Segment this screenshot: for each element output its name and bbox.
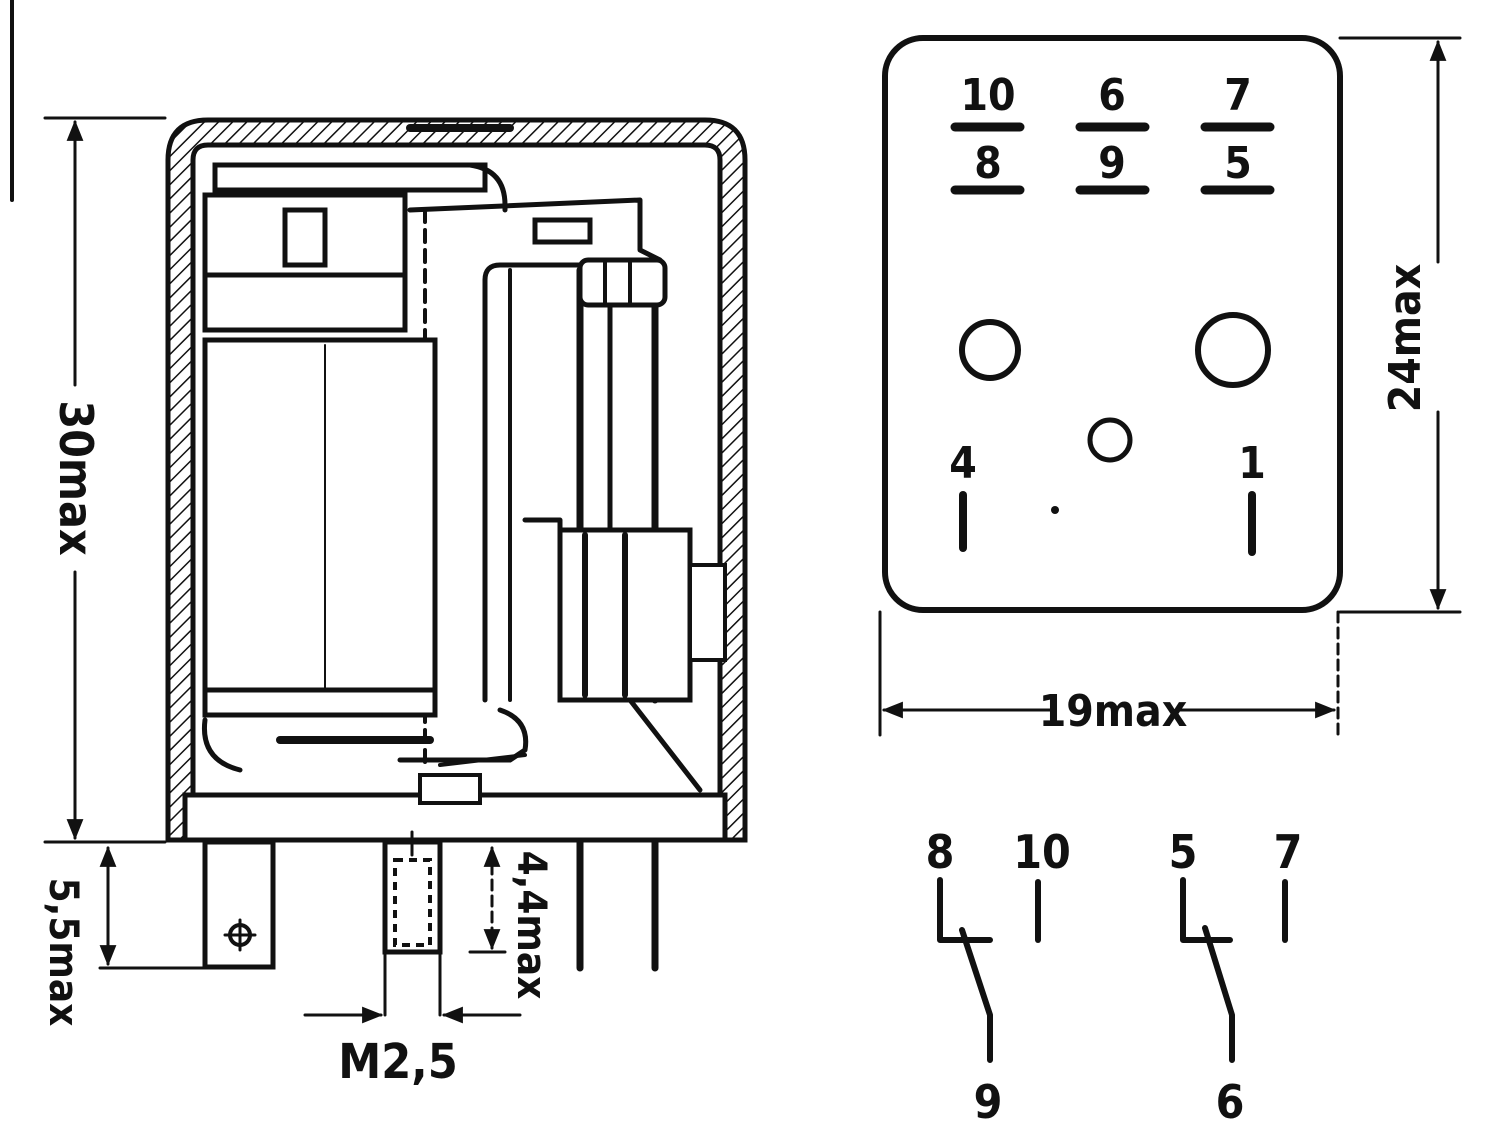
thread-length-dimension-label: 4,4max [508, 851, 554, 1000]
pin-label-10: 10 [960, 70, 1015, 121]
base-outline [882, 35, 1343, 613]
mounting-hole-left [959, 319, 1021, 381]
pin-label-7: 7 [1224, 70, 1252, 121]
pin-label-8: 8 [974, 138, 1002, 189]
pin-label-6: 6 [1098, 70, 1126, 121]
pin-label-9: 9 [1098, 138, 1126, 189]
depth-dimension-label: 24max [1380, 264, 1431, 413]
schematic-label-6: 6 [1216, 1075, 1245, 1129]
base-view: 10 8 6 9 7 5 4 1 24max 19max [878, 35, 1462, 737]
coil [202, 337, 438, 703]
schematic-label-7: 7 [1274, 825, 1303, 879]
side-view: 30max 5,5max 4,4max M2,5 [10, 0, 748, 1090]
pin-label-4: 4 [949, 438, 977, 489]
schematic-label-8: 8 [926, 825, 955, 879]
thread-size-label: M2,5 [338, 1034, 457, 1090]
width-dimension-label: 19max [1039, 686, 1188, 737]
mounting-hole-right [1195, 312, 1271, 388]
schematic-label-10: 10 [1013, 825, 1071, 879]
schematic-label-9: 9 [974, 1075, 1003, 1129]
height-dimension-label: 30max [49, 400, 103, 556]
schematic-label-5: 5 [1169, 825, 1198, 879]
center-hole [1087, 417, 1133, 463]
housing-hatched-wall [165, 117, 748, 843]
pin-label-5: 5 [1224, 138, 1252, 189]
contact-schematic: 8 10 9 5 7 6 [926, 825, 1303, 1129]
pin-label-1: 1 [1238, 438, 1266, 489]
pin-length-dimension-label: 5,5max [40, 878, 86, 1027]
